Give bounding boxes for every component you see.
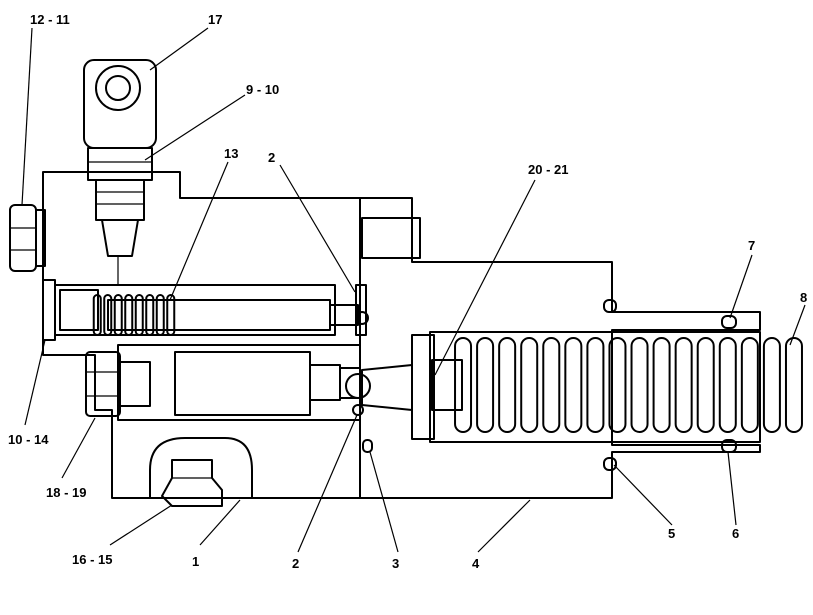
plug-12-11 — [9, 204, 46, 272]
spring-coil — [762, 337, 781, 433]
spring — [454, 337, 803, 433]
callout-17: 17 — [208, 12, 222, 27]
spring-coil — [476, 337, 495, 433]
spring-coil — [145, 294, 155, 336]
callout-10-14: 10 - 14 — [8, 432, 49, 447]
main-spool — [117, 344, 371, 421]
callout-labels: 12 - 11 17 9 - 10 13 2 20 - 21 7 8 10 - … — [8, 12, 807, 571]
callout-6: 6 — [732, 526, 739, 541]
check-seat — [352, 284, 369, 416]
spring-coil — [784, 337, 803, 433]
callout-2-top: 2 — [268, 150, 275, 165]
callout-3: 3 — [392, 556, 399, 571]
spring-coil — [520, 337, 539, 433]
spring-coil — [92, 294, 102, 336]
callout-20-21: 20 - 21 — [528, 162, 568, 177]
leader-lines — [21, 27, 806, 553]
callout-8: 8 — [800, 290, 807, 305]
callout-2-bottom: 2 — [292, 556, 299, 571]
spring-coil — [103, 294, 113, 336]
left-valve-body — [42, 171, 361, 499]
seal-rings — [362, 299, 737, 471]
spring-coil — [498, 337, 517, 433]
spring-coil — [740, 337, 759, 433]
callout-18-19: 18 - 19 — [46, 485, 86, 500]
spring-coil — [134, 294, 144, 336]
spring-coil — [652, 337, 671, 433]
spring-retainer — [361, 334, 463, 440]
spring-coil — [630, 337, 649, 433]
spring-coil — [608, 337, 627, 433]
callout-7: 7 — [748, 238, 755, 253]
callout-4: 4 — [472, 556, 480, 571]
plug-16-15 — [161, 459, 223, 507]
callout-5: 5 — [668, 526, 675, 541]
spring-coil — [586, 337, 605, 433]
spring-coil — [718, 337, 737, 433]
spring-coil — [542, 337, 561, 433]
plug-10-14 — [42, 279, 56, 341]
spring-coil — [124, 294, 134, 336]
spring-coil — [155, 294, 165, 336]
callout-13: 13 — [224, 146, 238, 161]
spring-coil — [454, 337, 473, 433]
callout-1: 1 — [192, 554, 199, 569]
callout-9-10: 9 - 10 — [246, 82, 279, 97]
callout-16-15: 16 - 15 — [72, 552, 112, 567]
spring-cavity — [429, 331, 761, 443]
right-valve-body — [359, 197, 761, 499]
spring-coil — [564, 337, 583, 433]
spring-coil — [696, 337, 715, 433]
pilot-spring — [92, 294, 176, 336]
callout-12-11: 12 - 11 — [30, 12, 70, 27]
spring-coil — [674, 337, 693, 433]
spring-coil — [166, 294, 176, 336]
spring-coil — [113, 294, 123, 336]
plug-left — [85, 351, 151, 417]
solenoid-assembly — [83, 59, 157, 285]
